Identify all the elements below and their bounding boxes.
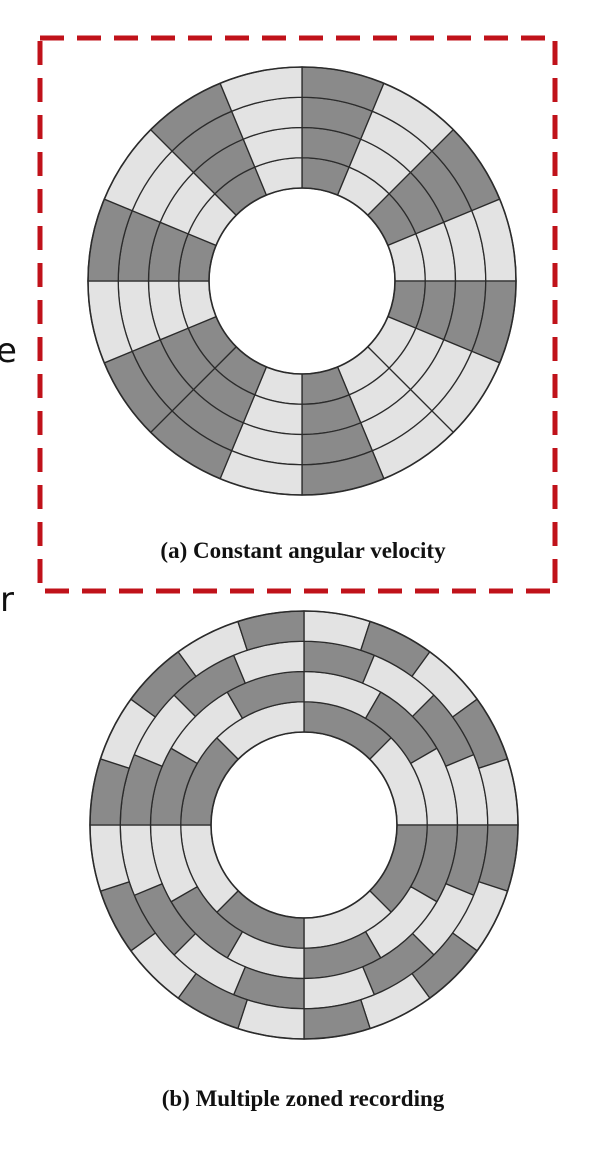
disk-zoned	[89, 610, 519, 1040]
caption-zoned: (b) Multiple zoned recording	[162, 1086, 445, 1111]
left-edge-fragment-lower: r	[0, 580, 14, 620]
caption-cav: (a) Constant angular velocity	[160, 538, 446, 563]
disk-outer-edge	[89, 610, 519, 1040]
spindle-hole-edge	[208, 187, 396, 375]
panel-multiple-zoned-recording: (b) Multiple zoned recording	[89, 610, 519, 1111]
spindle-hole-edge	[210, 731, 398, 919]
left-edge-fragment-upper: e	[0, 331, 17, 371]
highlight-box	[37, 35, 558, 594]
panel-constant-angular-velocity: (a) Constant angular velocity	[37, 35, 558, 594]
disk-outer-edge	[87, 66, 517, 496]
disk-cav	[87, 66, 517, 496]
